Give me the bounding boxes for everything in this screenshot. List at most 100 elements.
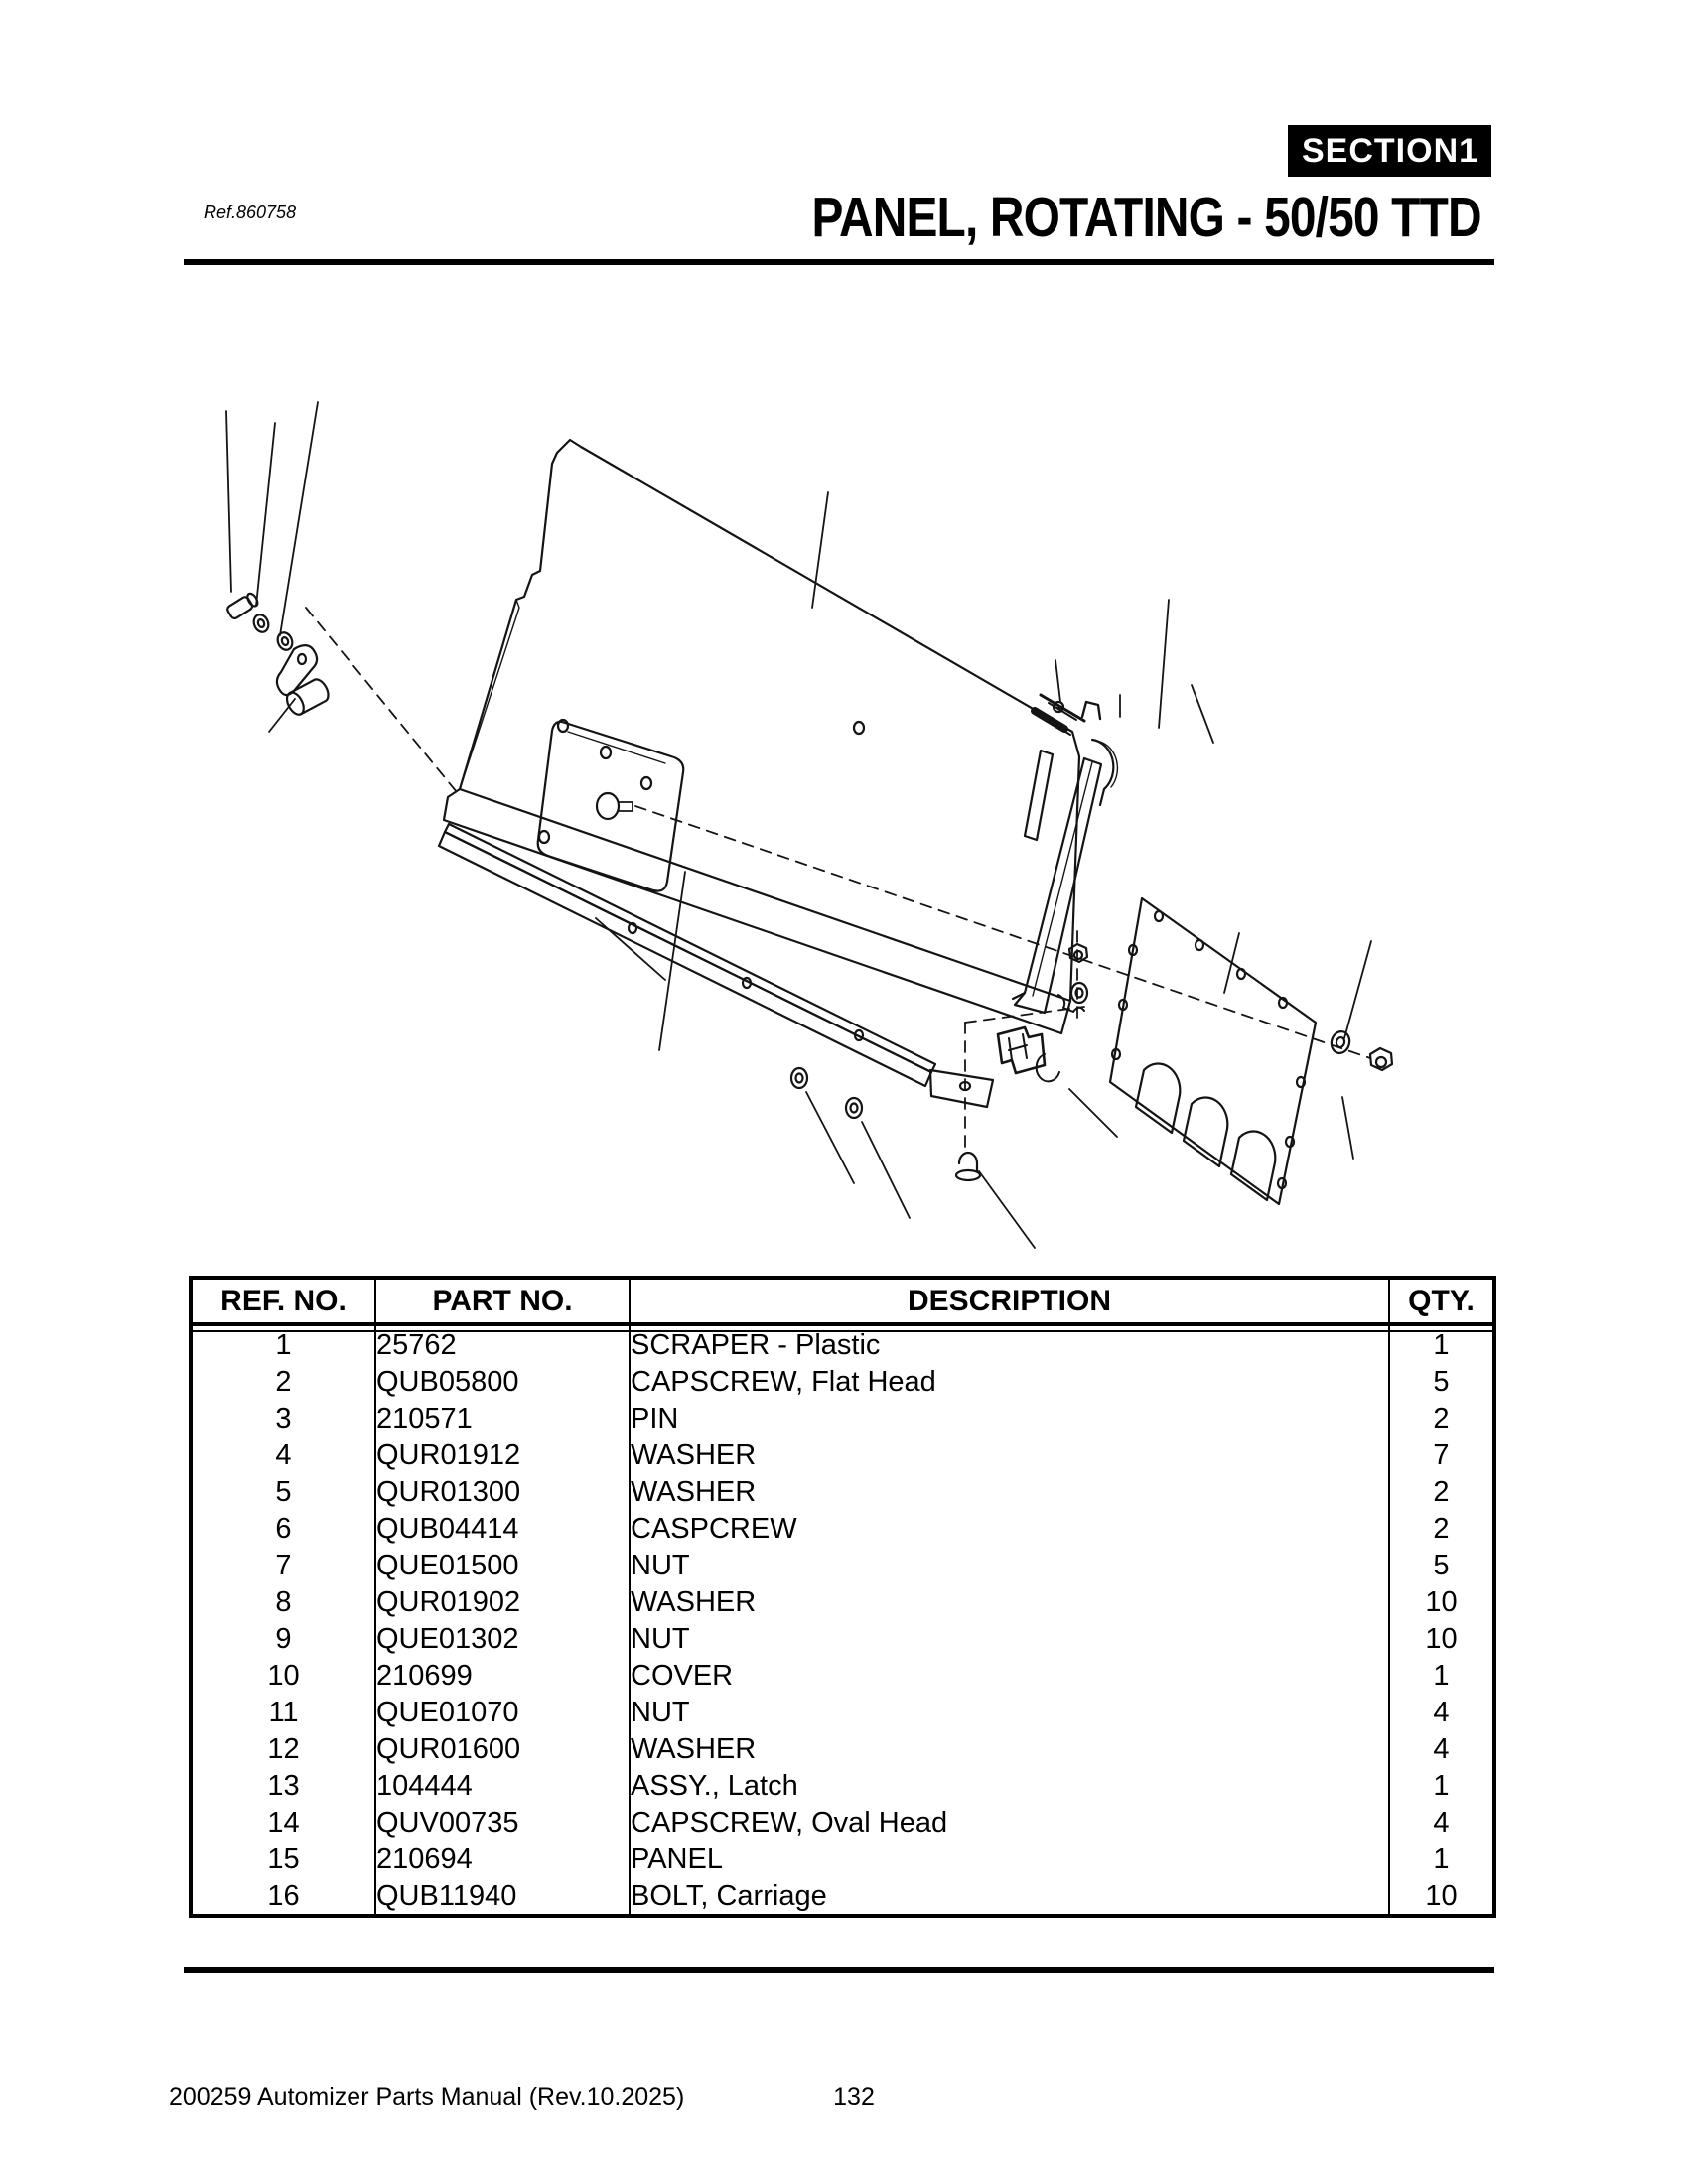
corner-clip [996, 994, 1085, 1083]
pin-icon [285, 678, 330, 716]
cell-qty: 1 [1388, 1657, 1495, 1694]
cell-qty: 4 [1388, 1694, 1495, 1730]
cell-qty: 2 [1388, 1400, 1495, 1436]
cell-part_no: QUB05800 [374, 1363, 631, 1400]
page-number: 132 [833, 2083, 875, 2111]
cell-description: CAPSCREW, Oval Head [629, 1804, 1390, 1841]
cell-description: ASSY., Latch [629, 1767, 1390, 1804]
cell-qty: 4 [1388, 1804, 1495, 1841]
bracket-plate [1108, 896, 1318, 1206]
cell-description: PANEL [629, 1841, 1390, 1877]
cell-qty: 7 [1388, 1436, 1495, 1473]
section-badge: SECTION 1 [1288, 125, 1491, 177]
header-rule [184, 259, 1494, 265]
cell-ref_no: 4 [190, 1436, 376, 1473]
cell-qty: 5 [1388, 1547, 1495, 1583]
cell-ref_no: 11 [190, 1694, 376, 1730]
page-title: PANEL, ROTATING - 50/50 TTD [811, 186, 1482, 249]
exploded-parts-diagram [179, 377, 1450, 1281]
cell-ref_no: 10 [190, 1657, 376, 1694]
col-header-qty: QTY. [1388, 1277, 1495, 1326]
cell-ref_no: 15 [190, 1841, 376, 1877]
cell-part_no: QUR01912 [374, 1436, 631, 1473]
cell-ref_no: 13 [190, 1767, 376, 1804]
cell-description: CAPSCREW, Flat Head [629, 1363, 1390, 1400]
cell-part_no: QUE01302 [374, 1620, 631, 1657]
cell-part_no: QUR01902 [374, 1583, 631, 1620]
hinge-hardware [1031, 693, 1119, 807]
cell-ref_no: 9 [190, 1620, 376, 1657]
cell-qty: 2 [1388, 1473, 1495, 1510]
nut-washer-pair-center [1067, 942, 1089, 1005]
cell-part_no: 210699 [374, 1657, 631, 1694]
left-fastener-cluster [226, 592, 330, 716]
cell-description: PIN [629, 1400, 1390, 1436]
panel-outline [442, 438, 1081, 1035]
center-axis-lines [305, 607, 1371, 1151]
washer-icon [252, 614, 270, 633]
rail-bar [437, 822, 995, 1109]
leader-lines [225, 401, 1372, 1249]
cell-part_no: QUE01500 [374, 1547, 631, 1583]
cell-ref_no: 12 [190, 1730, 376, 1767]
exploded-diagram-svg [225, 401, 1394, 1249]
cell-ref_no: 8 [190, 1583, 376, 1620]
cell-qty: 2 [1388, 1510, 1495, 1547]
cell-description: NUT [629, 1547, 1390, 1583]
cell-description: BOLT, Carriage [629, 1877, 1390, 1916]
washer-icon [276, 631, 294, 651]
flathead-screw-icon [957, 1151, 979, 1173]
section-badge-number: 1 [1459, 131, 1479, 170]
nut-washer-pair-right [1330, 1030, 1394, 1072]
cell-description: COVER [629, 1657, 1390, 1694]
header-separator-line [189, 1330, 1496, 1332]
cell-ref_no: 2 [190, 1363, 376, 1400]
cell-description: WASHER [629, 1436, 1390, 1473]
cell-qty: 10 [1388, 1583, 1495, 1620]
cell-part_no: QUR01300 [374, 1473, 631, 1510]
cell-part_no: QUV00735 [374, 1804, 631, 1841]
cell-qty: 10 [1388, 1877, 1495, 1916]
cell-description: CASPCREW [629, 1510, 1390, 1547]
col-header-ref-no: REF. NO. [190, 1277, 376, 1326]
cell-description: NUT [629, 1620, 1390, 1657]
cell-description: WASHER [629, 1730, 1390, 1767]
col-header-part-no: PART NO. [374, 1277, 631, 1326]
table-header-row: REF. NO. PART NO. DESCRIPTION QTY. [190, 1277, 1495, 1326]
latch-link [275, 644, 319, 697]
cell-qty: 1 [1388, 1841, 1495, 1877]
cell-ref_no: 3 [190, 1400, 376, 1436]
cell-description: WASHER [629, 1473, 1390, 1510]
manual-info: 200259 Automizer Parts Manual (Rev.10.20… [169, 2083, 685, 2111]
bottom-fasteners [789, 1066, 982, 1182]
cell-part_no: QUE01070 [374, 1694, 631, 1730]
cell-qty: 5 [1388, 1363, 1495, 1400]
cell-ref_no: 7 [190, 1547, 376, 1583]
cell-description: NUT [629, 1694, 1390, 1730]
cell-part_no: QUR01600 [374, 1730, 631, 1767]
cell-description: WASHER [629, 1583, 1390, 1620]
reference-number: Ref.860758 [204, 203, 297, 222]
cell-qty: 1 [1388, 1767, 1495, 1804]
section-badge-label: SECTION [1302, 131, 1460, 170]
cell-qty: 4 [1388, 1730, 1495, 1767]
cell-qty: 10 [1388, 1620, 1495, 1657]
